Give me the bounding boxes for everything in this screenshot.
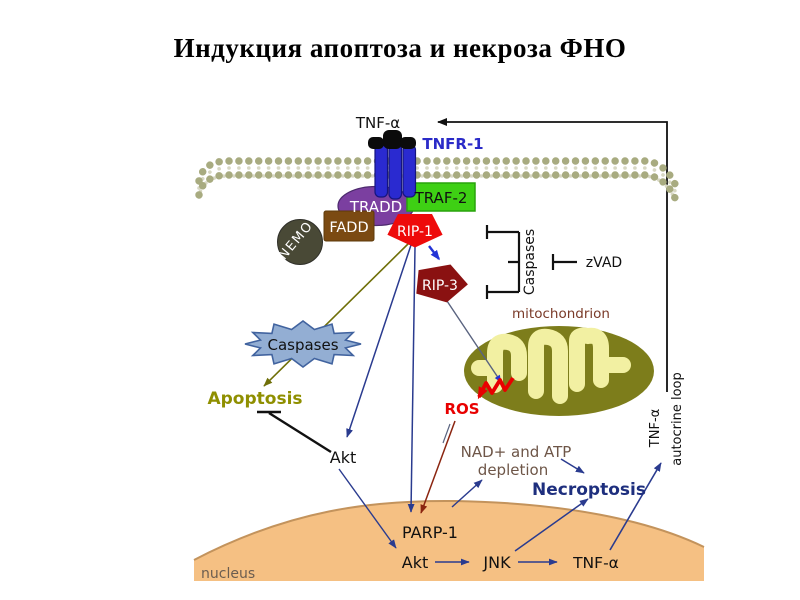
pathway-arrows xyxy=(257,225,662,566)
membrane-inner-leaflet xyxy=(195,171,679,202)
zvad-inhibits-caspases-line xyxy=(551,254,577,270)
rip1-to-akt-arrow xyxy=(346,244,412,438)
tnf-to-autocrine-arrow xyxy=(609,462,662,551)
parp1-to-depletion-arrow xyxy=(451,479,483,508)
membrane-tails-2 xyxy=(197,166,677,193)
nad-atp-label-line2: depletion xyxy=(478,461,548,479)
ros-to-depletion-line xyxy=(442,423,451,444)
tradd-label: TRADD xyxy=(349,198,402,216)
tnf-trimer-blob xyxy=(383,130,402,149)
rip3-shape xyxy=(416,264,468,303)
receptor-complex xyxy=(277,130,476,303)
ros-label: ROS xyxy=(444,400,479,418)
caspases-inhibit-rip-bracket xyxy=(485,225,521,299)
jnk-label: JNK xyxy=(482,553,511,572)
rip1-to-apoptosis-arrow xyxy=(263,242,410,387)
tnf-bottom-label: TNF-α xyxy=(572,554,619,572)
necroptosis-label: Necroptosis xyxy=(532,480,646,500)
mitochondrion-shape xyxy=(464,326,654,416)
nemo-shape xyxy=(277,219,323,265)
rip1-to-rip3-arrow xyxy=(428,245,440,261)
tnf-trimer-blob xyxy=(400,137,416,149)
rip3-label: RIP-3 xyxy=(422,278,458,294)
fadd-shape xyxy=(323,210,375,242)
depletion-to-necroptosis-arrow xyxy=(560,458,585,474)
akt-nucleus-label: Akt xyxy=(402,553,428,572)
nucleus-envelope xyxy=(193,499,705,561)
nucleus-body xyxy=(194,500,704,581)
autocrine-loop-line xyxy=(437,118,668,392)
caspases-star-label: Caspases xyxy=(267,336,338,354)
rip1-label: RIP-1 xyxy=(397,224,433,240)
fadd-label: FADD xyxy=(329,220,368,236)
caspases-starburst xyxy=(244,320,362,368)
parp1-label: PARP-1 xyxy=(402,523,458,542)
crista xyxy=(569,327,609,392)
mitochondrion-label: mitochondrion xyxy=(512,306,610,322)
ros-squiggle-arrow xyxy=(477,376,515,400)
akt-to-nucleus-arrow xyxy=(338,468,397,549)
crista xyxy=(487,333,527,393)
nad-atp-label-line1: NAD+ and ATP xyxy=(461,443,572,461)
membrane-outer-leaflet xyxy=(195,157,679,188)
rip1-to-parp1-arrow xyxy=(407,246,416,513)
akt-inhibits-apoptosis-line xyxy=(257,410,332,454)
autocrine-tnf-label: TNF-α xyxy=(648,409,663,448)
apoptosis-label: Apoptosis xyxy=(207,389,302,409)
tnf-trimer-blob xyxy=(368,137,384,149)
tnf-top-label: TNF-α xyxy=(355,114,400,132)
tnfr1-label: TNFR-1 xyxy=(422,135,483,153)
crista xyxy=(528,328,568,404)
nucleus-shape xyxy=(193,499,705,581)
akt-cytoplasm-label: Akt xyxy=(330,448,356,467)
rip3-to-mitochondrion-arrow xyxy=(446,300,502,383)
cell-membrane xyxy=(195,157,679,202)
rip1-shape xyxy=(387,214,443,248)
traf2-label: TRAF-2 xyxy=(414,189,468,207)
tnfr1-receptor-bar xyxy=(374,144,389,198)
zvad-label: zVAD xyxy=(586,255,622,271)
autocrine-loop-label: autocrine loop xyxy=(670,372,685,466)
tnfr1-receptor-bar xyxy=(388,143,403,200)
ros-to-parp1-arrow xyxy=(420,420,456,514)
page-title: Индукция апоптоза и некроза ФНО xyxy=(173,33,627,63)
mitochondrion-cristae xyxy=(471,327,631,404)
caspases-side-label: Caspases xyxy=(522,229,538,295)
jnk-to-necroptosis-arrow xyxy=(514,498,589,552)
nucleus-label: nucleus xyxy=(201,566,255,582)
traf2-shape xyxy=(406,182,476,212)
